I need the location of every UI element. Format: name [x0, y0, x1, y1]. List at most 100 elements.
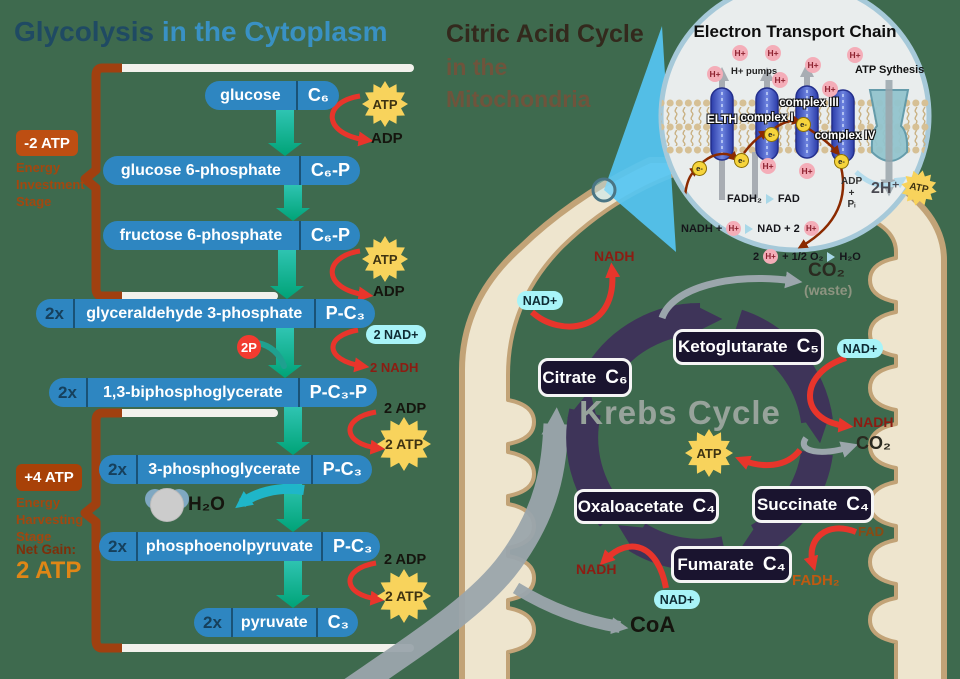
glycolysis-title-dark: Glycolysis [14, 16, 155, 47]
metabolite-formula: C₄ [762, 553, 786, 575]
metabolite-name: Ketoglutarate [677, 337, 788, 356]
o2-coeff-text: 2 [753, 250, 760, 263]
metabolite-citrate: Citrate C₆ [538, 358, 632, 397]
krebs-title: Krebs Cycle [579, 394, 781, 431]
metabolite-formula: C₆ [605, 366, 628, 388]
metabolite-name: Fumarate [677, 554, 754, 574]
step-multiplier: 2x [36, 299, 75, 328]
h-plus-text: H+ [849, 50, 861, 60]
h-plus-text: H+ [807, 60, 819, 70]
reaction-arrow-icon [745, 223, 754, 234]
nad-badge-left: NAD+ [517, 291, 563, 310]
nad-badge-bottom: NAD+ [654, 590, 700, 609]
h2o-text: H₂O [839, 250, 861, 263]
nadh-left-text: NADH + [681, 222, 723, 235]
electron: e- [734, 153, 749, 168]
h-plus-ion: H+ [822, 81, 838, 97]
step-multiplier: 2x [49, 378, 88, 407]
nadh-label-glycolysis: 2 NADH [370, 360, 419, 375]
complex-iv-label: complex IV [814, 130, 876, 142]
complex-elth-label: ELTH [706, 112, 738, 126]
atp-star-label: 2 ATP [384, 436, 424, 452]
two-h-plus-label: 2H⁺ [871, 180, 900, 197]
nadh-label-top: NADH [594, 248, 635, 264]
stage-brackets [80, 63, 122, 653]
complex-i-label: complex I [740, 112, 794, 124]
glycolysis-arrows [235, 110, 310, 608]
step-formula: C₆-P [298, 221, 360, 250]
h-plus-text: H+ [806, 224, 817, 233]
h-pumps-label: H+ pumps [731, 66, 778, 77]
metabolite-name: Citrate [542, 367, 597, 387]
step-glucose: glucose C₆ [205, 81, 339, 110]
atp-star-label: ATP [696, 445, 722, 461]
nadh-right-text: NAD + 2 [757, 222, 800, 235]
atp-star-label: ATP [372, 251, 398, 267]
step-name: glyceraldehyde 3-phosphate [86, 304, 303, 322]
metabolite-formula: C₄ [692, 495, 716, 517]
reaction-arrow-icon [827, 251, 836, 262]
h-plus-text: H+ [765, 252, 776, 261]
h-plus-text: H+ [709, 69, 721, 79]
h-plus-ion: H+ [799, 163, 815, 179]
plus-text: + [848, 187, 855, 199]
step-multiplier: 2x [99, 455, 138, 484]
step-formula: P-C₃ [321, 532, 380, 561]
investment-badge: -2 ATP [16, 130, 78, 156]
step-name: 1,3-biphosphoglycerate [103, 383, 283, 401]
metabolite-succinate: Succinate C₄ [752, 486, 874, 523]
h-plus-ion: H+ [803, 221, 819, 236]
adp-label-4: 2 ADP [384, 552, 427, 568]
h-plus-text: H+ [774, 75, 786, 85]
h-plus-ion: H+ [772, 72, 788, 88]
co2-waste-label: (waste) [804, 282, 853, 298]
reaction-arrow-icon [765, 194, 774, 204]
h-plus-text: H+ [762, 161, 774, 171]
nad-badge-right: NAD+ [837, 339, 883, 358]
adp-label-3: 2 ADP [384, 401, 427, 417]
h-plus-ion: H+ [707, 66, 723, 82]
metabolite-name: Succinate [756, 494, 838, 514]
step-name: 3-phosphoglycerate [148, 460, 301, 478]
etc-title: Electron Transport Chain [693, 22, 897, 41]
electron-text: e- [838, 157, 845, 166]
h-plus-ion: H+ [732, 45, 748, 61]
citric-title-line2: in the [446, 54, 508, 80]
step-name: glucose [220, 86, 281, 104]
adp-label-1: ADP [371, 130, 403, 147]
electron-text: e- [738, 156, 745, 165]
step-formula: P-C₃-P [297, 378, 377, 407]
atp-star-label: 2 ATP [384, 588, 424, 604]
h-plus-text: H+ [728, 224, 739, 233]
zoom-beam [604, 26, 676, 252]
glycolysis-title: Glycolysis in the Cytoplasm [14, 16, 387, 48]
krebs-cofactor-arrows [529, 262, 859, 589]
h2o-label: H₂O [188, 494, 225, 515]
co2-label-top: CO₂ [808, 260, 845, 281]
pi-text: Pᵢ [847, 199, 856, 210]
net-gain-value: 2 ATP [16, 557, 82, 584]
adp-label-2: ADP [373, 283, 405, 300]
h-plus-ion: H+ [847, 47, 863, 63]
electron-text: e- [696, 164, 703, 173]
metabolite-formula: C₄ [846, 493, 870, 515]
step-name: pyruvate [240, 613, 308, 631]
glycolysis-red-arrows [329, 93, 386, 606]
co2-label-right: CO₂ [856, 433, 891, 453]
h-plus-ion: H+ [763, 249, 779, 264]
h-plus-ion: H+ [760, 158, 776, 174]
harvest-badge: +4 ATP [16, 464, 82, 491]
citric-title-line1: Citric Acid Cycle [446, 20, 644, 48]
step-name: fructose 6-phosphate [119, 226, 283, 244]
adp-text: ADP [841, 176, 863, 187]
fad-text: FAD [777, 193, 800, 205]
electron-text: e- [768, 130, 775, 139]
step-formula: C₆ [295, 81, 339, 110]
